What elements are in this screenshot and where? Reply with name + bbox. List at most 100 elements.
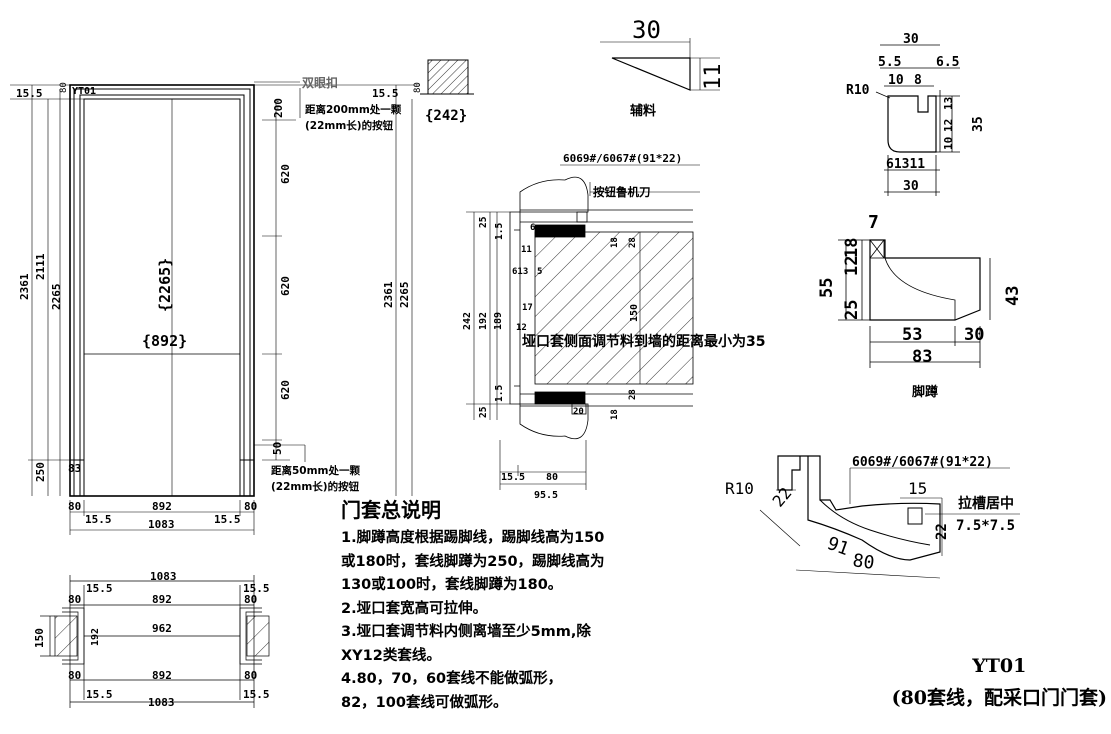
profile-top-bottom: 61311 [886, 157, 925, 172]
aux-caption: 辅料 [630, 103, 656, 119]
arc-groove-size: 7.5*7.5 [956, 518, 1015, 534]
section-15-bottom: 1.5 [494, 385, 505, 402]
skirting-detail [838, 239, 991, 368]
height-2361-right: 2361 [382, 281, 395, 308]
dim-620-a: 620 [279, 164, 292, 184]
arc-80: 80 [851, 550, 875, 574]
height-2111: 2111 [34, 253, 47, 280]
section-18-top: 18 [610, 237, 620, 248]
plan-bottom-892: 892 [152, 669, 172, 682]
casing-bottom-profile [519, 403, 589, 440]
profile-top-30b: 30 [903, 179, 919, 194]
section-6: 6 [530, 223, 535, 233]
top-section-width: {242} [425, 108, 467, 124]
section-28-bottom: 28 [628, 389, 638, 400]
section-192: 192 [478, 312, 489, 330]
bottom-892: 892 [152, 500, 172, 513]
section-5: 5 [537, 267, 542, 277]
section-12: 12 [516, 323, 527, 333]
inner-height: {2265} [156, 258, 174, 312]
dim-620-c: 620 [279, 380, 292, 400]
arc-code: 6069#/6067#(91*22) [852, 455, 993, 470]
profile-top-10: 10 [888, 73, 904, 88]
notes-line-8: 82，100套线可做弧形。 [341, 694, 508, 711]
height-2265-right: 2265 [398, 282, 411, 309]
profile-top-55: 5.5 [878, 55, 901, 70]
notes-line-1: 1.脚蹲高度根据踢脚线，踢脚线高为150 [341, 530, 605, 546]
notes-line-4: 2.垭口套宽高可拉伸。 [341, 600, 488, 617]
jamb-section-detail [466, 164, 700, 490]
inner-width: {892} [142, 332, 187, 350]
casing-profile-top [875, 44, 960, 196]
arc-15: 15 [908, 479, 927, 498]
skirting-55: 55 [817, 278, 837, 298]
plan-wall-150: 150 [33, 628, 46, 648]
note-200-line1: 距离200mm处一颗 [305, 103, 402, 116]
plan-bottom-155-left: 15.5 [86, 688, 113, 701]
aux-material-detail [600, 38, 720, 91]
profile-top-r10: R10 [846, 83, 870, 98]
notes-line-5: 3.垭口套调节料内侧离墙至少5mm,除 [341, 624, 591, 640]
dim-200: 200 [272, 98, 285, 118]
bottom-1083: 1083 [148, 518, 175, 531]
top-section-detail [427, 59, 469, 95]
skirting-12: 12 [842, 256, 862, 276]
height-2361-left: 2361 [18, 273, 31, 300]
section-knife: 按钮鲁机刀 [593, 185, 651, 199]
plan-bottom-80-right: 80 [244, 669, 257, 682]
drawing-code: YT01 [972, 655, 1027, 677]
casing-top-profile [519, 176, 589, 213]
front-80-right: 80 [413, 82, 423, 93]
note-50-line2: (22mm长)的按钮 [271, 480, 360, 493]
section-15-top: 1.5 [494, 223, 505, 240]
door-frame-inner [83, 98, 241, 497]
dim-50: 50 [271, 442, 284, 455]
plan-top-892: 892 [152, 593, 172, 606]
arc-casing-profile [759, 455, 1020, 579]
profile-top-35: 35 [971, 116, 986, 132]
arc-22b: 22 [934, 523, 950, 540]
section-20: 20 [573, 407, 584, 417]
plan-bottom-155-right: 15.5 [243, 688, 270, 701]
front-top-code: YT01 [72, 86, 96, 97]
note-50-line1: 距离50mm处一颗 [271, 464, 360, 477]
bottom-80-left: 80 [68, 500, 81, 513]
section-note: 垭口套侧面调节料到墙的距离最小为35 [522, 333, 765, 350]
plan-top-155-left: 15.5 [86, 582, 113, 595]
notes-line-6: XY12类套线。 [341, 647, 441, 664]
skirting-18: 18 [842, 238, 862, 258]
skirting-7: 7 [868, 212, 879, 233]
front-155-left: 15.5 [16, 87, 43, 100]
plan-wall-right [246, 615, 270, 657]
wall-section-hatch [534, 231, 694, 385]
general-notes: 门套总说明 1.脚蹲高度根据踢脚线，踢脚线高为150 或180时，套线脚蹲为25… [341, 494, 761, 715]
skirting-53: 53 [902, 325, 922, 345]
section-bottom-155: 15.5 [501, 472, 525, 483]
plan-casing-right [239, 607, 262, 665]
arc-groove: 拉槽居中 [958, 495, 1014, 512]
plan-top-1083: 1083 [150, 570, 177, 583]
section-11: 11 [521, 245, 532, 255]
section-code: 6069#/6067#(91*22) [563, 152, 682, 165]
aux-width: 30 [632, 16, 661, 44]
plan-wall-192: 192 [90, 628, 101, 646]
profile-top-30: 30 [903, 32, 919, 47]
bottom-80-right: 80 [244, 500, 257, 513]
plan-wall-left [54, 615, 78, 657]
notes-line-3: 130或100时，套线脚蹲为180。 [341, 577, 563, 593]
door-plan-view [40, 575, 270, 708]
plan-bottom-1083: 1083 [148, 696, 175, 709]
section-18-bottom: 18 [610, 409, 620, 420]
skirting-43: 43 [1003, 286, 1023, 306]
profile-top-8: 8 [914, 73, 922, 88]
section-613: 613 [512, 267, 528, 277]
section-189: 189 [493, 312, 504, 330]
double-eye-label: 双眼扣 [302, 75, 338, 90]
drawing-description: (80套线，配采口门门套) [891, 687, 1107, 709]
skirting-83: 83 [912, 347, 932, 367]
section-28-top: 28 [628, 237, 638, 248]
section-bottom-955: 95.5 [534, 490, 558, 501]
section-bottom-80: 80 [546, 472, 558, 483]
section-25-top: 25 [478, 216, 489, 228]
